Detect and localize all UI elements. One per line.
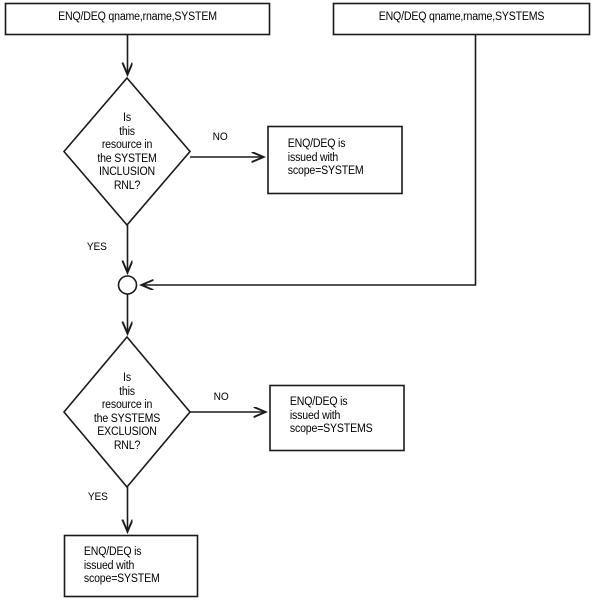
merge-junction-shape: [117, 275, 138, 295]
start-left-box-shape: [4, 2, 271, 36]
result-final-yes-box-shape: [63, 534, 199, 598]
start-left-box-label: ENQ/DEQ qname,rname,SYSTEM: [58, 11, 217, 23]
result-final-yes-label: ENQ/DEQ is issued with scope=SYSTEM: [83, 546, 160, 586]
edge-label-inclusion-yes: YES: [86, 241, 107, 253]
edge-label-inclusion-no: NO: [212, 131, 228, 143]
decision-inclusion-label: Is this resource in the SYSTEM INCLUSION…: [97, 112, 157, 192]
start-right-box-label: ENQ/DEQ qname,rname,SYSTEMS: [378, 11, 545, 23]
decision-exclusion-label: Is this resource in the SYSTEMS EXCLUSIO…: [93, 372, 161, 452]
edge-label-exclusion-yes: YES: [87, 491, 108, 503]
start-right-box-shape: [332, 2, 591, 36]
edge-start-right-to-junction: [142, 35, 477, 285]
edge-label-exclusion-no: NO: [213, 391, 229, 403]
result-exclusion-no-box-shape: [269, 384, 405, 452]
result-inclusion-no-box-shape: [267, 125, 403, 195]
result-exclusion-no-label: ENQ/DEQ is issued with scope=SYSTEMS: [289, 396, 373, 436]
result-inclusion-no-label: ENQ/DEQ is issued with scope=SYSTEM: [287, 138, 364, 178]
